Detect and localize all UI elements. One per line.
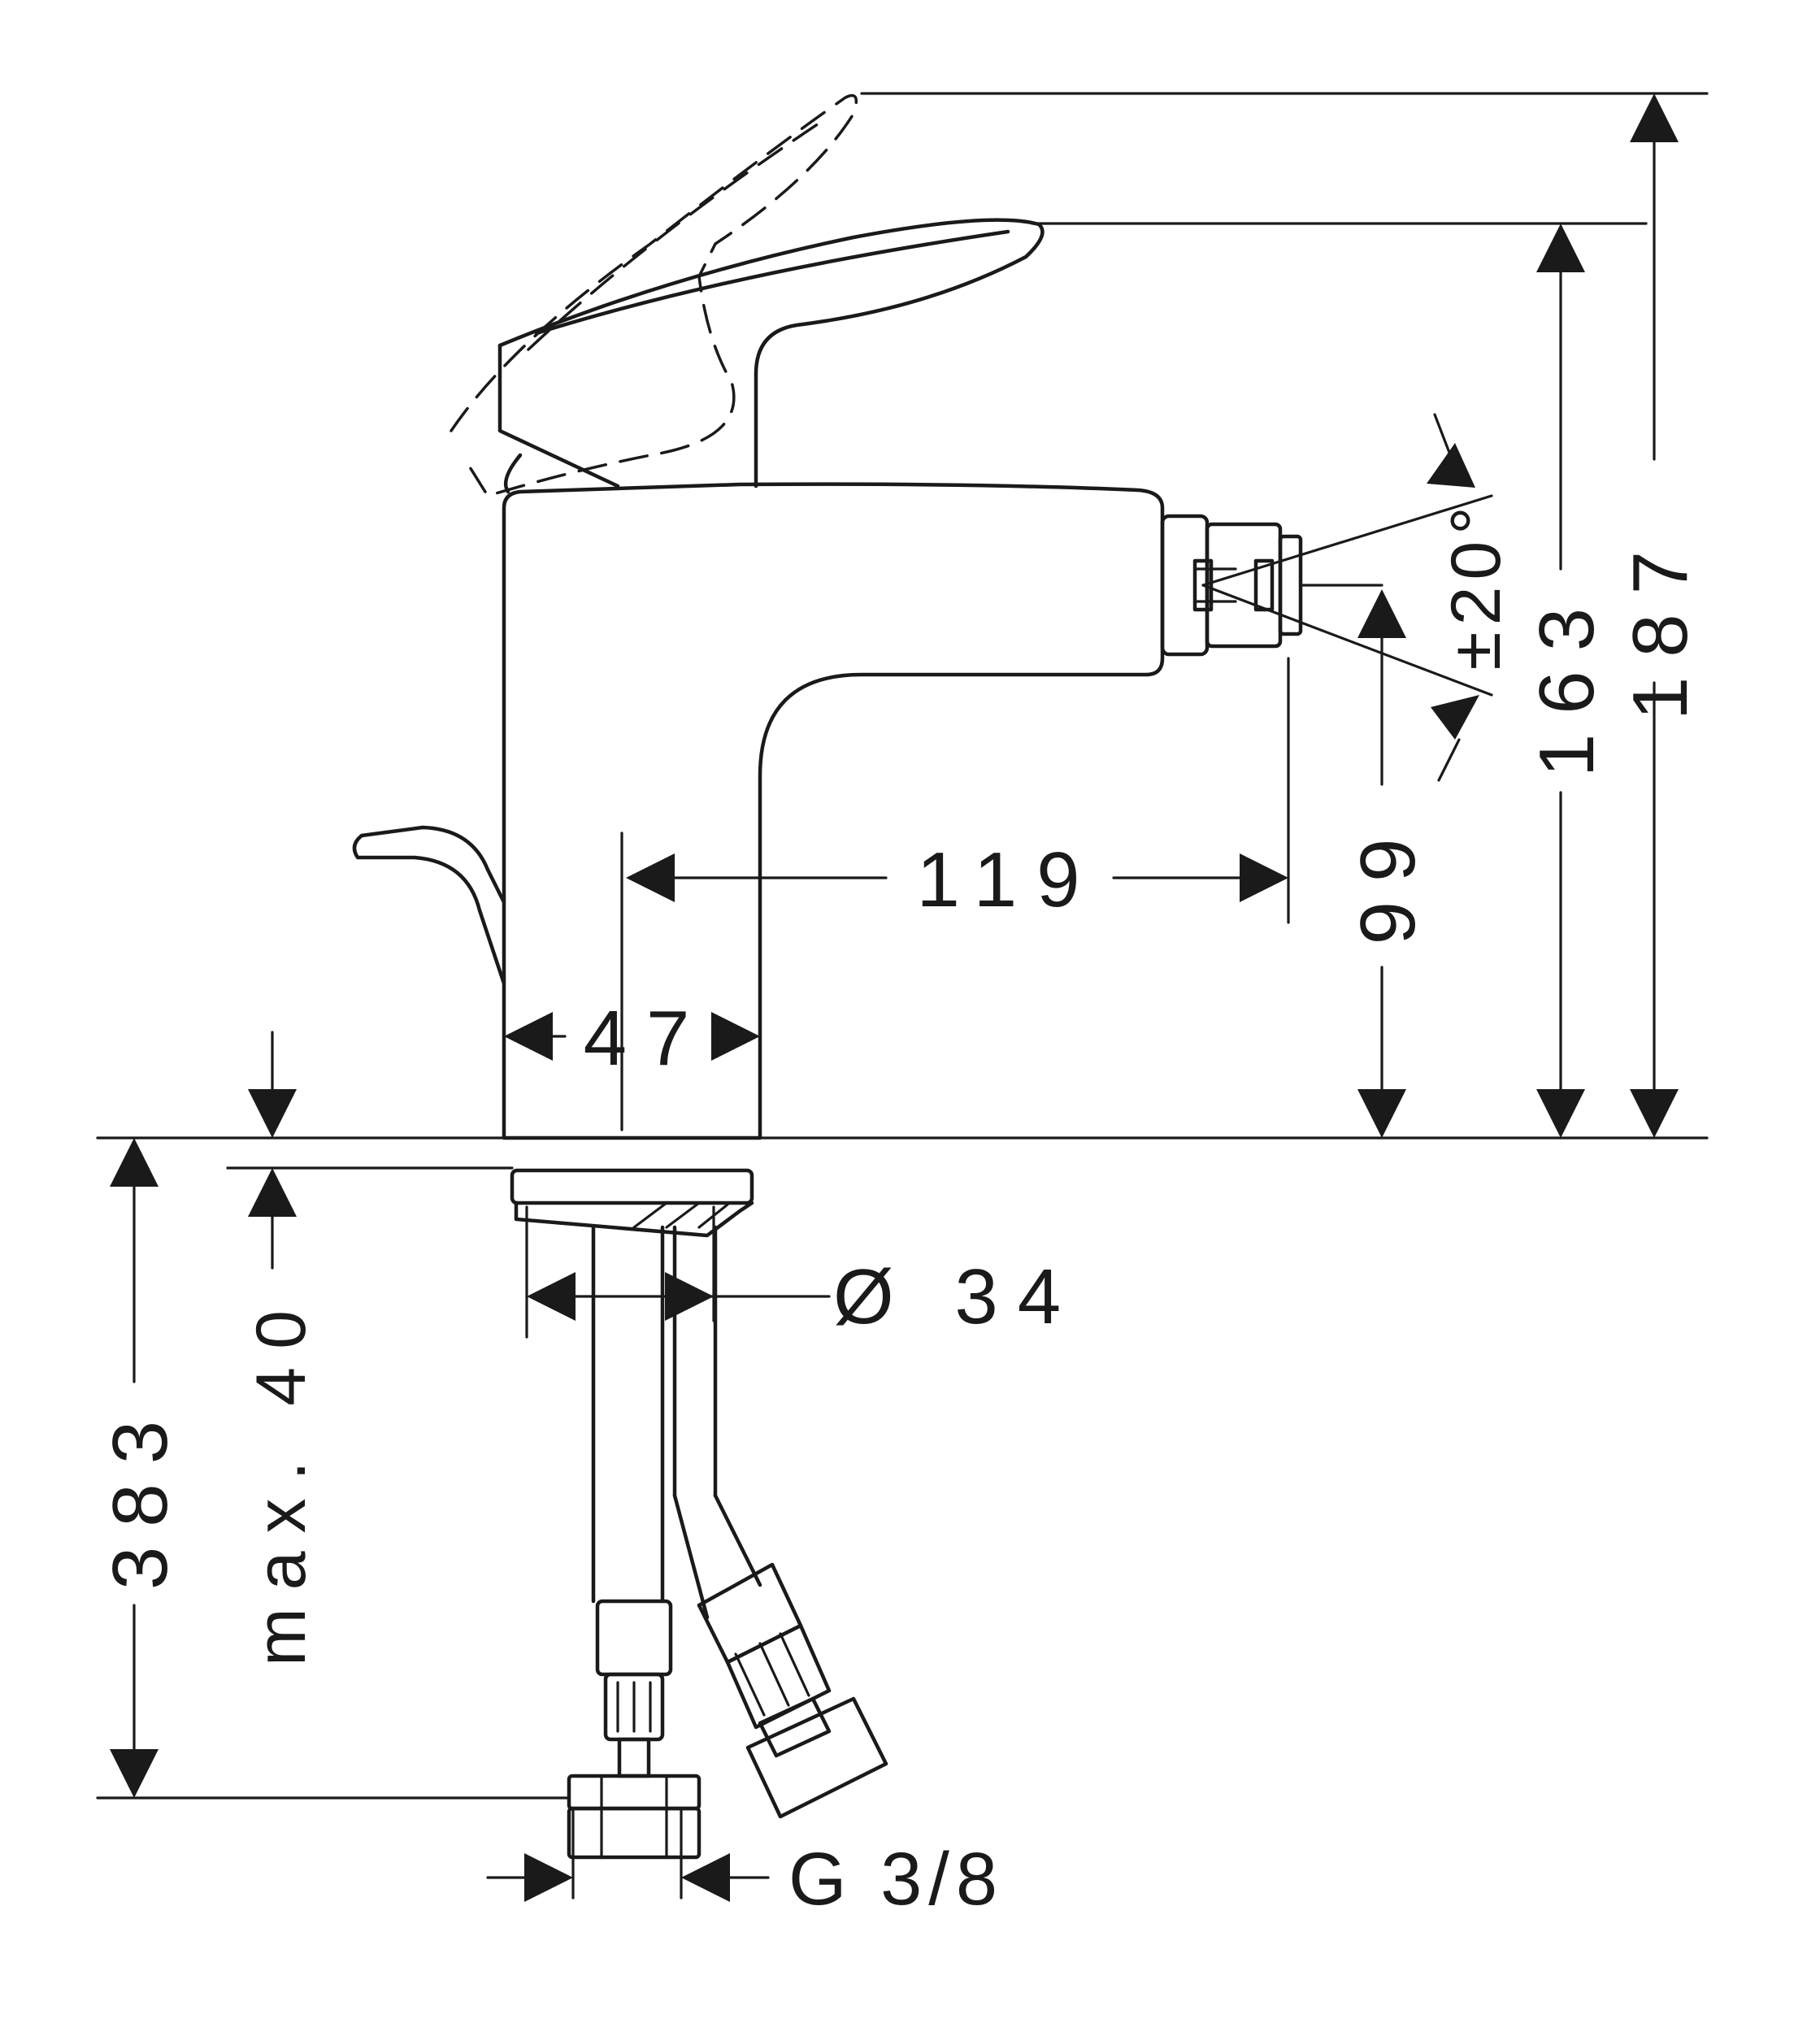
extension-lines [96, 92, 1709, 1900]
supply-hose-straight [567, 1225, 702, 1860]
spout-aerator [1160, 514, 1303, 657]
label-overall-height: 187 [1617, 532, 1704, 720]
label-connection-thread: G 3/8 [788, 1838, 1004, 1921]
supply-hose-angled [672, 1225, 888, 1819]
label-lever-height: 163 [1523, 588, 1610, 777]
dimension-connection-thread-line [486, 1853, 770, 1902]
label-body-width: 47 [584, 995, 710, 1082]
pop-up-waste-lever [352, 825, 506, 986]
dimension-hose-length-line [110, 1138, 159, 1798]
dimension-hole-diameter-line [527, 1272, 831, 1321]
dimension-spout-height-line [1357, 589, 1406, 1138]
label-counter-thickness: max. 40 [242, 1292, 320, 1666]
label-spout-reach: 119 [916, 836, 1099, 923]
lever-handle-raised-position [450, 93, 858, 498]
mixer-body [502, 482, 1165, 1140]
label-spout-angle: ±20° [1437, 500, 1515, 670]
dimension-counter-thickness-line [248, 1031, 297, 1270]
dimension-overall-height-line [1630, 93, 1679, 1138]
dimension-body-width-line [504, 1012, 760, 1061]
label-hose-length: 383 [97, 1401, 184, 1590]
dimension-lever-height-line [1536, 224, 1585, 1138]
dimension-spout-angle-arrows [1427, 413, 1479, 782]
label-spout-height: 99 [1344, 819, 1431, 945]
dimension-spout-reach-line [626, 853, 1288, 902]
label-hole-diameter: Ø 34 [833, 1253, 1080, 1340]
lever-handle [497, 218, 1045, 494]
